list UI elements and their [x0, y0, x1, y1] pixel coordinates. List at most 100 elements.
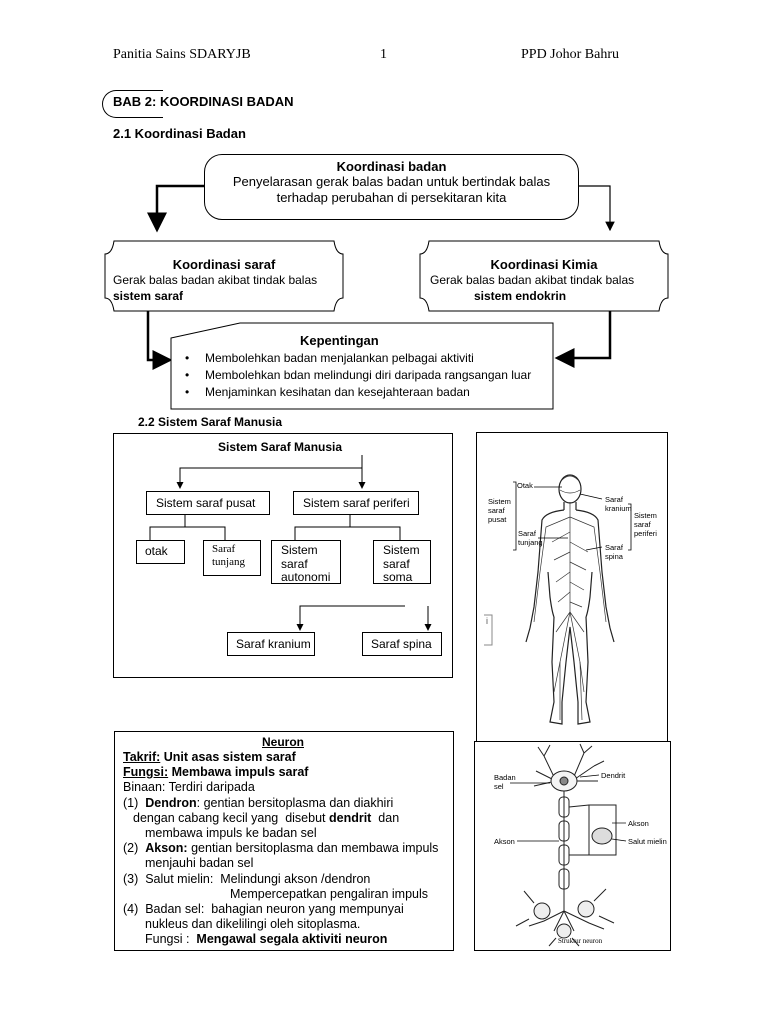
- periferi-l1: Sistem: [634, 511, 657, 520]
- header-left: Panitia Sains SDARYJB: [113, 47, 251, 62]
- autonomi-l3: autonomi: [281, 570, 331, 584]
- koordinasi-badan-title: Koordinasi badan: [336, 159, 447, 174]
- kranium-fig-l2: kranium: [605, 504, 632, 513]
- d2-num: (2): [123, 841, 146, 856]
- label-sistem-saraf-periferi: Sistem saraf periferi: [634, 511, 657, 538]
- badan-l2: sel: [494, 782, 504, 791]
- label-sistem-saraf-pusat: Sistem saraf pusat: [488, 497, 511, 524]
- koordinasi-badan-line1: Penyelarasan gerak balas badan untuk ber…: [232, 174, 551, 189]
- page-number: 1: [380, 47, 387, 62]
- header-right: PPD Johor Bahru: [521, 47, 620, 62]
- neuron-illustration: [510, 743, 627, 947]
- kepentingan-item: Membolehkan bdan melindungi diri daripad…: [185, 367, 531, 384]
- saraf-box-shape: [104, 240, 344, 312]
- label-saraf-spina: Saraf spina: [605, 543, 623, 561]
- d4-l1: (4) Badan sel: bahagian neuron yang memp…: [123, 902, 404, 917]
- pusat-l3: pusat: [488, 515, 507, 524]
- diagram-title: Sistem Saraf Manusia: [218, 440, 343, 454]
- d4-l3b: Mengawal segala aktiviti neuron: [192, 932, 388, 947]
- saraf-pusat-label: Sistem saraf pusat: [156, 496, 256, 510]
- koordinasi-saraf-title: Koordinasi saraf: [172, 257, 276, 272]
- d1-l3: membawa impuls ke badan sel: [145, 826, 317, 841]
- box-saraf-spina: Saraf spina: [362, 632, 442, 656]
- box-otak: otak: [136, 540, 185, 564]
- neuron-caption: Struktur neuron: [558, 937, 603, 945]
- soma-l2: saraf: [383, 556, 410, 571]
- d2-term: Akson:: [145, 841, 188, 856]
- d1-l2a: dengan cabang kecil yang disebut: [133, 810, 329, 825]
- d1-num: (1): [123, 795, 146, 810]
- spina-fig-l1: Saraf: [605, 543, 623, 552]
- d1-term: Dendron: [145, 795, 197, 810]
- tunjang-l1: Saraf: [212, 543, 236, 555]
- pusat-l2: saraf: [488, 506, 505, 515]
- box-saraf-soma: Sistem saraf soma: [373, 540, 431, 584]
- label-akson-left: Akson: [494, 837, 515, 846]
- box-saraf-kranium: Saraf kranium: [227, 632, 315, 656]
- neuron-figure-labels: Badan sel Dendrit Akson Akson Salut miel…: [474, 741, 671, 951]
- kranium-fig-l1: Saraf: [605, 495, 623, 504]
- saraf-periferi-label: Sistem saraf periferi: [303, 496, 410, 510]
- d2-rest: gentian bersitoplasma dan membawa impuls: [187, 841, 439, 856]
- otak-label: otak: [145, 544, 168, 558]
- d2-l2: menjauhi badan sel: [145, 856, 254, 871]
- label-saraf-tunjang: Saraf tunjang: [518, 529, 543, 547]
- fungsi-label: Fungsi:: [123, 765, 169, 780]
- box-saraf-pusat: Sistem saraf pusat: [146, 491, 270, 515]
- koordinasi-kimia-line1: Gerak balas badan akibat tindak balas: [430, 273, 635, 287]
- fungsi-text: Membawa impuls saraf: [168, 765, 309, 780]
- tunjang-fig-l2: tunjang: [518, 538, 543, 547]
- d1-rest: : gentian bersitoplasma dan diakhiri: [196, 795, 394, 810]
- d1-l2c: dan: [371, 810, 400, 825]
- human-body-illustration: [484, 474, 632, 725]
- d3-l1: (3) Salut mielin: Melindungi akson /dend…: [123, 871, 371, 886]
- neuron-info-box: [114, 731, 454, 951]
- kepentingan-item: Menjaminkan kesihatan dan kesejahteraan …: [185, 384, 531, 401]
- kimia-box-shape: [419, 240, 669, 312]
- label-saraf-kranium: Saraf kranium: [605, 495, 632, 513]
- koordinasi-kimia-line2: sistem endokrin: [474, 289, 567, 303]
- label-badan-sel: Badan sel: [494, 773, 516, 791]
- kepentingan-title: Kepentingan: [300, 333, 379, 348]
- soma-l1: Sistem: [383, 543, 420, 557]
- label-dendrit: Dendrit: [601, 771, 626, 780]
- d4-l3a: Fungsi :: [145, 932, 193, 947]
- label-otak: Otak: [517, 481, 533, 490]
- kepentingan-list: Membolehkan badan menjalankan pelbagai a…: [175, 350, 531, 401]
- takrif-label: Takrif:: [123, 750, 161, 764]
- autonomi-l1: Sistem: [281, 543, 318, 557]
- takrif-text: Unit asas sistem saraf: [160, 750, 296, 764]
- neuron-title: Neuron: [262, 735, 304, 749]
- side-mark: i: [486, 616, 488, 626]
- koordinasi-saraf-line2: sistem saraf: [113, 289, 184, 303]
- chapter-title: BAB 2: KOORDINASI BADAN: [113, 94, 294, 109]
- binaan-text: Binaan: Terdiri daripada: [123, 780, 255, 795]
- box-saraf-periferi: Sistem saraf periferi: [293, 491, 419, 515]
- d1-l2b: dendrit: [328, 810, 372, 825]
- chapter-tab-shape: [102, 90, 163, 118]
- kranium-label: Saraf kranium: [236, 637, 311, 651]
- koordinasi-kimia-title: Koordinasi Kimia: [490, 257, 598, 272]
- koordinasi-badan-line2: terhadap perubahan di persekitaran kita: [276, 190, 507, 205]
- spina-fig-l2: spina: [605, 552, 623, 561]
- label-akson-right: Akson: [628, 819, 649, 828]
- diagram-connectors: [149, 455, 432, 631]
- pusat-l1: Sistem: [488, 497, 511, 506]
- koordinasi-saraf-line1: Gerak balas badan akibat tindak balas: [113, 273, 318, 287]
- section-title-2-1: 2.1 Koordinasi Badan: [113, 126, 246, 141]
- label-salut-mielin: Salut mielin: [628, 837, 667, 846]
- kepentingan-item: Membolehkan badan menjalankan pelbagai a…: [185, 350, 531, 367]
- spina-label: Saraf spina: [371, 637, 432, 651]
- neuron-text-block: Takrif: Unit asas sistem saraf Fungsi: M…: [123, 750, 438, 948]
- soma-l3: soma: [383, 570, 413, 584]
- d3-l2: Mempercepatkan pengaliran impuls: [230, 886, 429, 901]
- tunjang-l2: tunjang: [212, 556, 245, 568]
- periferi-l2: saraf: [634, 520, 651, 529]
- body-figure-labels: Otak Sistem saraf pusat Saraf tunjang Sa…: [476, 432, 668, 742]
- autonomi-l2: saraf: [281, 556, 308, 571]
- periferi-l3: periferi: [634, 529, 657, 538]
- flow-arrows: [146, 184, 615, 370]
- section-title-2-2: 2.2 Sistem Saraf Manusia: [138, 415, 283, 429]
- body-nervous-figure: [476, 432, 668, 742]
- d4-l2: nukleus dan dikelilingi oleh sitoplasma.: [145, 917, 361, 932]
